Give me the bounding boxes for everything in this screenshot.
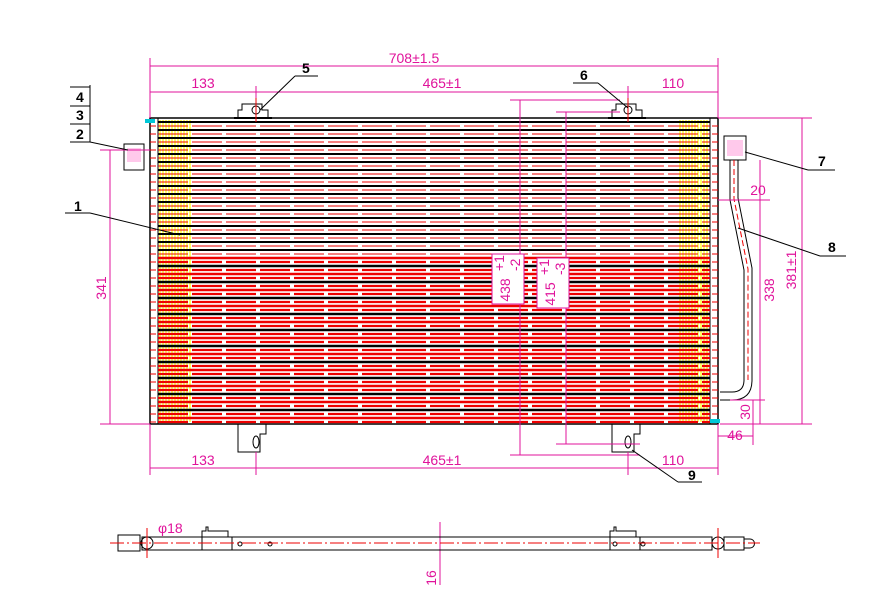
callout-9: 9 (688, 467, 696, 483)
dim-left-offset-bottom: 133 (191, 452, 215, 468)
dim-right-offset-bottom: 110 (662, 452, 685, 468)
callouts (65, 75, 846, 483)
svg-text:+1: +1 (491, 255, 507, 271)
svg-text:415: 415 (542, 282, 558, 306)
svg-text:438: 438 (497, 278, 513, 302)
header-cap-icon (145, 119, 155, 123)
svg-text:-3: -3 (552, 262, 568, 275)
dim-height-left: 341 (93, 276, 109, 300)
tubes (150, 121, 718, 424)
callout-6: 6 (580, 67, 588, 83)
svg-text:-2: -2 (507, 258, 523, 271)
bracket-bottom-right (611, 424, 641, 453)
dim-overall-height: 381±1 (783, 250, 799, 289)
condenser-core (145, 117, 720, 425)
bracket-top-left (234, 98, 272, 122)
callout-1: 1 (74, 198, 82, 214)
callout-8: 8 (828, 239, 836, 255)
dim-fitting-diameter: φ18 (158, 520, 183, 536)
side-view (110, 526, 760, 558)
dim-overall-width: 708±1.5 (389, 50, 440, 66)
dim-thickness: 16 (423, 570, 439, 586)
dim-438: 438 +1 -2 (491, 255, 523, 302)
dim-left-offset-top: 133 (191, 75, 215, 91)
dim-pipe-offset: 20 (750, 182, 766, 198)
callout-7: 7 (818, 153, 826, 169)
dimension-lines (100, 58, 812, 585)
dim-pipe-bottom: 30 (737, 404, 753, 420)
dim-415: 415 +1 -3 (536, 259, 568, 306)
dim-pipe-horizontal: 46 (727, 427, 743, 443)
bracket-bottom-left (237, 424, 267, 453)
callout-2: 2 (76, 126, 84, 142)
dim-pipe-height: 338 (761, 278, 777, 302)
callout-3: 3 (76, 107, 84, 123)
callout-5: 5 (302, 60, 310, 76)
outlet-pipe (720, 135, 753, 401)
header-cap-icon (710, 419, 720, 423)
svg-text:+1: +1 (536, 259, 552, 275)
bracket-top-right (608, 98, 646, 122)
callout-4: 4 (76, 89, 84, 105)
inlet-fitting (100, 143, 150, 171)
dim-bracket-span-bottom: 465±1 (423, 452, 462, 468)
dim-bracket-span-top: 465±1 (423, 75, 462, 91)
dim-right-offset-top: 110 (662, 75, 685, 91)
